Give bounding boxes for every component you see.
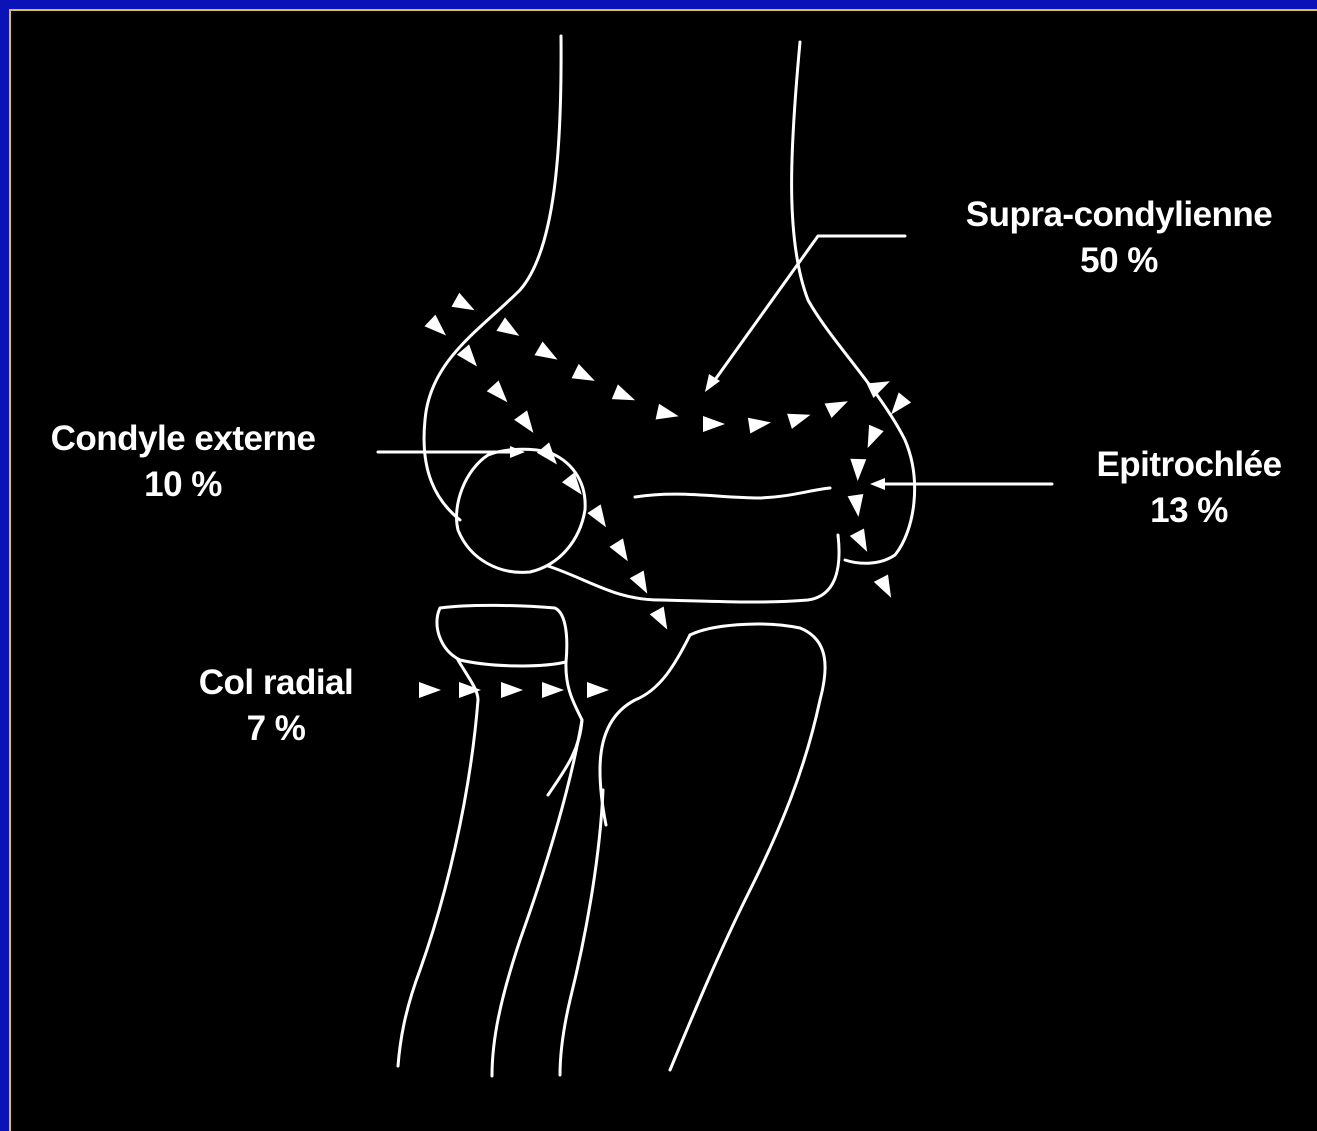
capitulum-outline	[457, 449, 586, 572]
label-col-radial: Col radial 7 %	[180, 660, 372, 752]
fracture-arrowhead-supra	[825, 401, 848, 418]
fracture-arrowhead-medial	[850, 529, 867, 552]
label-condyle-percent: 10 %	[30, 462, 336, 508]
fracture-arrowhead-lateral	[630, 571, 648, 594]
fracture-arrowhead-medial	[850, 459, 866, 481]
label-condyle-name: Condyle externe	[30, 416, 336, 462]
fracture-arrowhead-supra	[787, 414, 810, 429]
radial-head-outline	[437, 605, 567, 666]
fracture-arrowhead-supra	[452, 293, 475, 311]
ulna-outline-right	[670, 624, 825, 1070]
fracture-arrowhead-supra	[535, 342, 558, 360]
fracture-arrowhead-supra	[612, 384, 635, 400]
fracture-arrowhead-lateral	[587, 504, 606, 527]
fracture-arrowhead-col	[419, 682, 441, 698]
fracture-arrowhead-lateral	[487, 381, 508, 403]
ulna-inner-line	[560, 790, 603, 1075]
fracture-arrowhead-col	[501, 682, 523, 698]
fracture-arrowhead-lateral	[425, 315, 447, 336]
label-condyle-externe: Condyle externe 10 %	[30, 416, 336, 508]
label-epitrochlee-percent: 13 %	[1082, 488, 1296, 534]
fracture-arrowhead-medial	[868, 425, 884, 448]
label-col-name: Col radial	[180, 660, 372, 706]
humerus-lateral-outline	[424, 36, 561, 520]
trochlea-lower-outline	[548, 535, 839, 602]
label-epitrochlee: Epitrochlée 13 %	[1082, 442, 1296, 534]
fracture-arrowhead-supra	[572, 364, 595, 381]
fracture-arrowhead-col	[587, 682, 609, 698]
label-supra-percent: 50 %	[948, 238, 1290, 284]
ulna-outline-left	[600, 635, 690, 825]
fracture-arrowhead-lateral	[514, 410, 533, 433]
fracture-arrowhead-supra	[748, 418, 771, 434]
label-supra-name: Supra-condylienne	[948, 192, 1290, 238]
label-col-percent: 7 %	[180, 706, 372, 752]
fracture-arrowhead-lateral	[650, 607, 668, 630]
radius-shaft-left	[398, 700, 478, 1066]
radius-shaft-right	[492, 720, 582, 1076]
supra-pointer-line	[712, 236, 905, 384]
fracture-arrowhead-supra	[703, 416, 725, 432]
fracture-arrowhead-medial	[848, 494, 864, 517]
trochlea-upper-line	[635, 488, 830, 498]
radial-neck-right	[548, 662, 582, 795]
fracture-arrowhead-medial	[891, 392, 911, 414]
epitrochlee-pointer-arrowhead	[870, 478, 885, 490]
fracture-arrowhead-col	[542, 682, 564, 698]
fracture-arrowhead-supra	[496, 317, 519, 336]
fracture-arrowhead-medial	[874, 575, 891, 598]
label-epitrochlee-name: Epitrochlée	[1082, 442, 1296, 488]
fracture-arrowhead-lateral	[609, 538, 627, 561]
label-supra-condylienne: Supra-condylienne 50 %	[948, 192, 1290, 284]
fracture-arrowhead-supra	[656, 404, 679, 420]
